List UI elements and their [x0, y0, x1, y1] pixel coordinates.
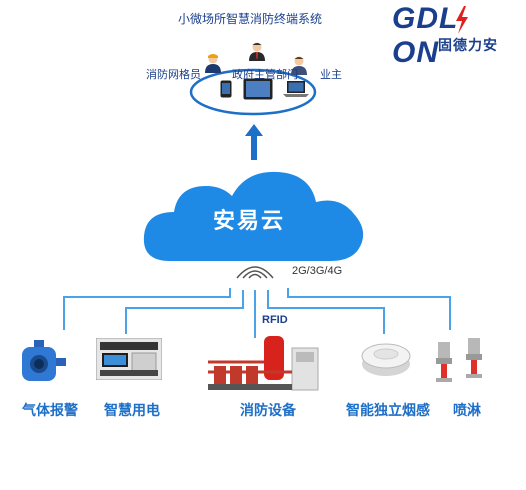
device-label-gas-alarm: 气体报警: [22, 403, 78, 419]
company-logo: GDLON 固德力安: [392, 2, 522, 69]
logo-chinese-name: 固德力安: [438, 38, 498, 54]
sprinkler-icon: [436, 338, 482, 382]
stakeholder-label-owner: 业主: [320, 68, 342, 81]
logo-word-left: GDL: [392, 2, 459, 35]
stakeholder-label-government: 政府主管部门: [232, 68, 298, 81]
cloud-label: 安易云: [213, 209, 286, 234]
smart-electricity-icon: [96, 338, 162, 380]
smoke-detector-icon: [361, 343, 411, 376]
laptop-icon: [283, 81, 309, 97]
network-label: 2G/3G/4G: [292, 265, 343, 277]
cloud-shape: [143, 171, 364, 261]
device-label-smart-electricity: 智慧用电: [104, 403, 160, 419]
logo-word-right: ON: [392, 36, 439, 69]
wireless-signal-icon: [236, 266, 274, 279]
upload-arrow-icon: [245, 124, 263, 160]
device-label-fire-equipment: 消防设备: [240, 403, 296, 419]
fire-pump-equipment-icon: [208, 336, 319, 391]
government-person-icon: [249, 42, 265, 61]
device-label-sprinkler: 喷淋: [453, 403, 481, 419]
gas-detector-icon: [22, 340, 66, 381]
lightning-bolt-icon: [456, 6, 468, 34]
grid-officer-person-icon: [205, 54, 221, 73]
tablet-icon: [243, 78, 273, 100]
stakeholder-ring: [189, 68, 317, 116]
stakeholder-label-grid-officer: 消防网格员: [146, 68, 201, 81]
owner-person-icon: [291, 56, 307, 75]
diagram-title: 小微场所智慧消防终端系统: [178, 12, 323, 26]
device-label-smoke-detector: 智能独立烟感: [346, 403, 430, 419]
rfid-label: RFID: [262, 314, 288, 326]
smartphone-icon: [220, 80, 232, 98]
